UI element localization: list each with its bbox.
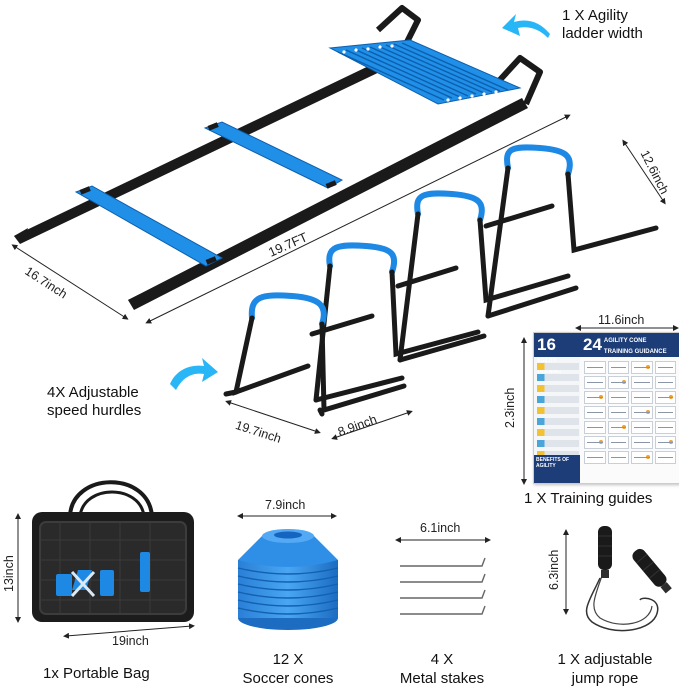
- strap-tip-left: [14, 228, 28, 240]
- hurdle-width-dimline: [225, 400, 321, 434]
- hurdles-caption-line2: speed hurdles: [47, 402, 142, 419]
- poster-left-title: AGILITY TRAINING: [537, 358, 562, 375]
- stakes-caption-line1: 4 X: [430, 651, 454, 668]
- ladder-width-dimline: [11, 244, 129, 320]
- ladder-loop-top-left: [375, 5, 421, 50]
- training-guide-poster: 16 AGILITY TRAINING BENEFITS OF AGILITY …: [533, 332, 679, 484]
- rope-handle-right: [632, 548, 667, 587]
- ladder-caption: 1 X Agility ladder width: [562, 7, 643, 43]
- cones-caption: 12 X Soccer cones: [228, 650, 348, 688]
- strap-tip-right: [128, 294, 140, 308]
- ladder-loop-top-right: [495, 55, 543, 106]
- bag-caption: 1x Portable Bag: [43, 665, 150, 682]
- rope-height-label: 6.3inch: [547, 549, 561, 590]
- hurdles-caption: 4X Adjustable speed hurdles: [47, 384, 141, 420]
- poster-right-header: 24 AGILITY CONE TRAINING GUIDANCE: [580, 333, 679, 357]
- poster-right-title: AGILITY CONE TRAINING GUIDANCE: [603, 338, 667, 355]
- metal-stakes: [395, 537, 491, 615]
- ladder-rungs-stacked: [328, 39, 522, 105]
- ladder-rung-1: [203, 121, 344, 189]
- stakes-caption: 4 X Metal stakes: [382, 650, 502, 688]
- poster-left-header: 16 AGILITY TRAINING: [534, 333, 580, 375]
- rope-caption-line1: 1 X adjustable: [557, 651, 653, 668]
- bag-height-label: 13inch: [2, 555, 16, 592]
- cone-stack: [237, 529, 339, 630]
- bag-contents-visible: [56, 552, 150, 596]
- ladder-caption-line1: 1 X Agility: [562, 7, 628, 24]
- rope-handle-left: [598, 526, 612, 570]
- hurdles-pointer-arrow: [170, 358, 218, 390]
- stakes-width-label: 6.1inch: [420, 521, 461, 535]
- hurdle-4: [483, 144, 659, 319]
- bag-width-label: 19inch: [112, 634, 149, 648]
- rope-caption: 1 X adjustable jump rope: [540, 650, 670, 688]
- hurdle-3: [395, 190, 571, 363]
- poster-drill-grid: [584, 361, 676, 479]
- ladder-length-dimline: [145, 114, 571, 324]
- hurdles-caption-line1: 4X Adjustable: [47, 384, 139, 401]
- agility-ladder: [14, 5, 543, 310]
- portable-bag: [32, 480, 194, 622]
- cones-width-label: 7.9inch: [265, 498, 306, 512]
- guide-width-label: 11.6inch: [598, 313, 645, 327]
- rope-caption-line2: jump rope: [571, 670, 639, 687]
- hurdle-depth-dimline: [331, 410, 413, 440]
- poster-footer: BENEFITS OF AGILITY: [534, 455, 580, 483]
- cones-caption-line2: Soccer cones: [242, 670, 334, 687]
- ladder-rung-2: [74, 185, 224, 267]
- ladder-pointer-arrow: [502, 14, 550, 38]
- guide-caption: 1 X Training guides: [524, 490, 653, 507]
- hurdle-height-dimline: [622, 139, 666, 205]
- ladder-strap-left: [14, 50, 409, 244]
- jump-rope: [563, 526, 672, 632]
- ladder-caption-line2: ladder width: [562, 25, 643, 42]
- stakes-caption-line2: Metal stakes: [399, 670, 485, 687]
- soccer-cones: [237, 513, 339, 630]
- poster-right-number: 24: [583, 335, 602, 354]
- guide-height-label: 2.3inch: [503, 387, 517, 428]
- poster-left-rows: [537, 363, 579, 462]
- poster-left-number: 16: [537, 335, 556, 354]
- speed-hurdles: [223, 144, 659, 417]
- cones-caption-line1: 12 X: [272, 651, 304, 668]
- bag-width-dimline: [63, 623, 195, 639]
